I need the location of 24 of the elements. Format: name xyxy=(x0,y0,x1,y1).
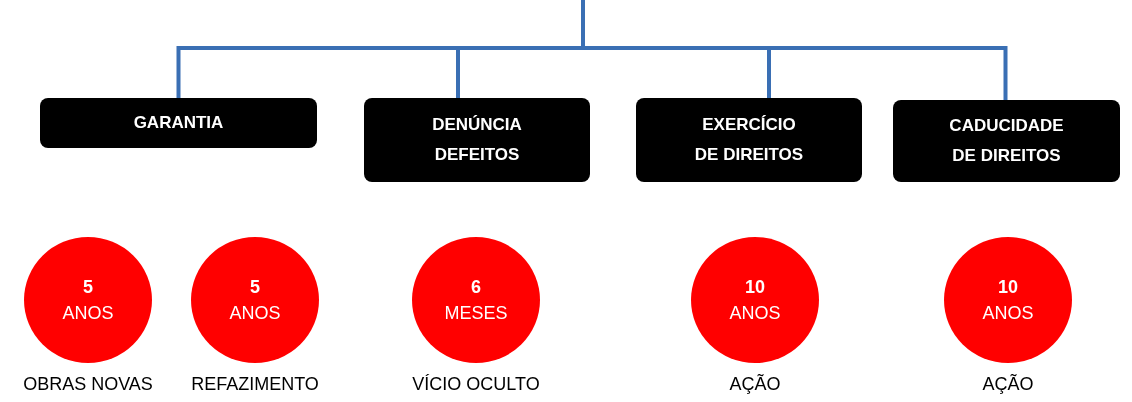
category-box xyxy=(364,98,590,182)
period-unit: MESES xyxy=(444,302,508,325)
box-title: CADUCIDADE DE DIREITOS xyxy=(948,115,1065,167)
category-box xyxy=(40,98,317,148)
period-unit: ANOS xyxy=(62,302,114,325)
box-title: DENÚNCIA DEFEITOS xyxy=(431,114,523,166)
circle-caption: VÍCIO OCULTO xyxy=(412,374,540,395)
connector-line xyxy=(581,0,1008,100)
period-number: 5 xyxy=(250,276,260,299)
box-title: EXERCÍCIO DE DIREITOS xyxy=(693,114,805,166)
circle-caption: OBRAS NOVAS xyxy=(23,374,153,395)
period-unit: ANOS xyxy=(729,302,781,325)
period-number: 10 xyxy=(745,276,765,299)
circle-caption: AÇÃO xyxy=(982,374,1034,395)
period-unit: ANOS xyxy=(982,302,1034,325)
period-number: 6 xyxy=(471,276,481,299)
circle-caption: REFAZIMENTO xyxy=(191,374,319,395)
period-unit: ANOS xyxy=(229,302,281,325)
category-box xyxy=(636,98,862,182)
period-number: 5 xyxy=(83,276,93,299)
box-title: GARANTIA xyxy=(133,112,224,134)
category-box xyxy=(893,100,1120,182)
period-number: 10 xyxy=(998,276,1018,299)
circle-caption: AÇÃO xyxy=(729,374,781,395)
